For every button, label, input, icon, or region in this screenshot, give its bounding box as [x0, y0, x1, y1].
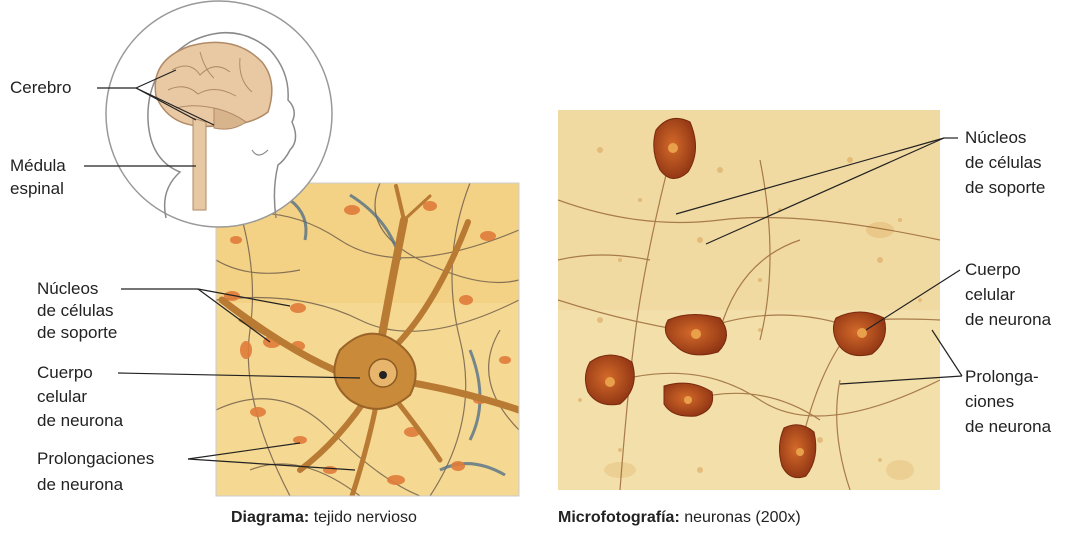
label-cuerpo-right-line3: de neurona: [965, 309, 1051, 331]
label-medula-espinal-line2: espinal: [10, 178, 64, 200]
label-cuerpo-left-line1: Cuerpo: [37, 362, 93, 384]
label-prolongaciones-right-line2: ciones: [965, 391, 1014, 413]
label-cerebro: Cerebro: [10, 77, 71, 99]
label-nucleos-left-line1: Núcleos: [37, 278, 98, 300]
caption-diagram-text: tejido nervioso: [309, 509, 417, 526]
caption-diagram: Diagrama: tejido nervioso: [231, 509, 417, 527]
label-prolongaciones-right-line1: Prolonga-: [965, 366, 1039, 388]
label-prolongaciones-left-line2: de neurona: [37, 474, 123, 496]
label-nucleos-right-line1: Núcleos: [965, 127, 1026, 149]
label-nucleos-right-line2: de células: [965, 152, 1042, 174]
label-cuerpo-left-line3: de neurona: [37, 410, 123, 432]
label-nucleos-left-line2: de células: [37, 300, 114, 322]
caption-micrograph-text: neuronas (200x): [680, 509, 801, 526]
caption-micrograph: Microfotografía: neuronas (200x): [558, 509, 801, 527]
label-prolongaciones-right-line3: de neurona: [965, 416, 1051, 438]
micrograph-panel: [558, 110, 940, 490]
head-inset: [106, 1, 332, 227]
label-prolongaciones-left-line1: Prolongaciones: [37, 448, 154, 470]
caption-micrograph-bold: Microfotografía:: [558, 509, 680, 526]
caption-diagram-bold: Diagrama:: [231, 509, 309, 526]
label-nucleos-left-line3: de soporte: [37, 322, 117, 344]
label-nucleos-right-line3: de soporte: [965, 177, 1045, 199]
label-cuerpo-right-line1: Cuerpo: [965, 259, 1021, 281]
label-cuerpo-right-line2: celular: [965, 284, 1015, 306]
label-cuerpo-left-line2: celular: [37, 386, 87, 408]
label-medula-espinal-line1: Médula: [10, 155, 66, 177]
